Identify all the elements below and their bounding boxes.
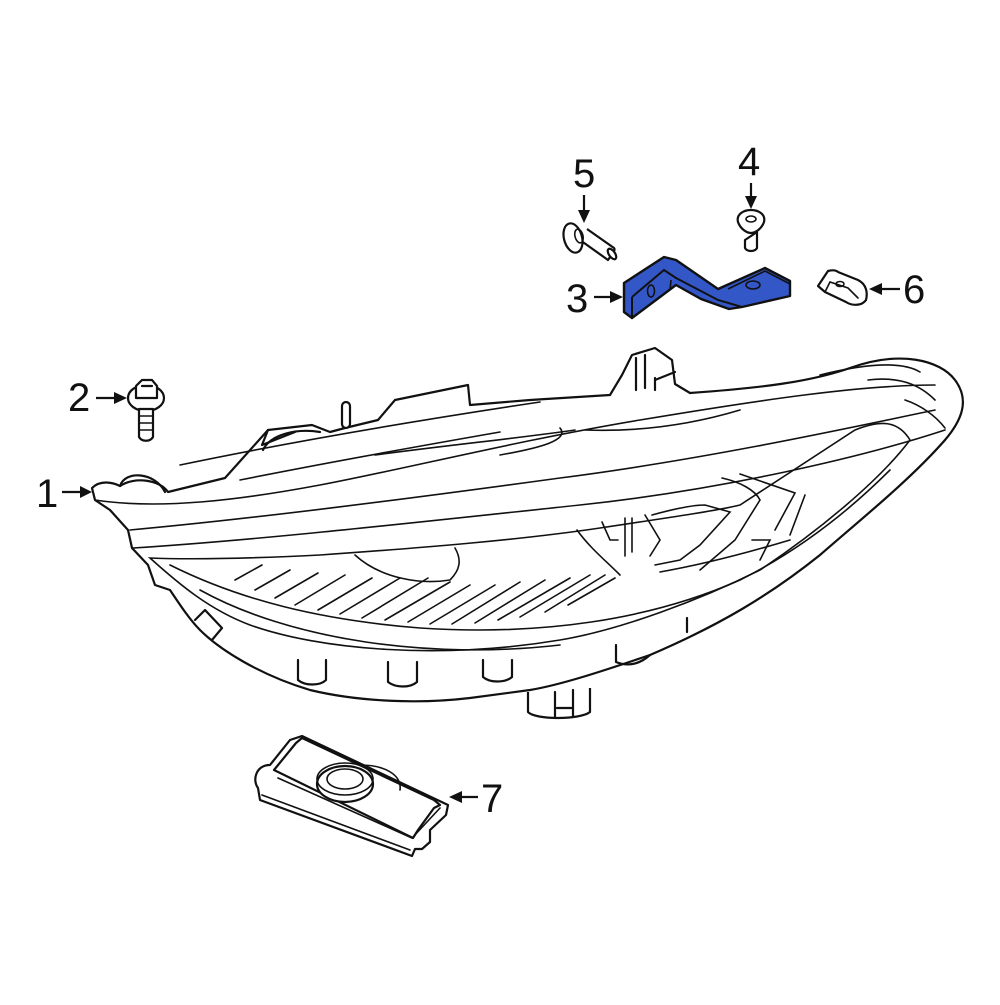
mounting-bolt[interactable]: [126, 378, 166, 442]
callout-label-6: 6: [903, 268, 926, 312]
bracket-screw[interactable]: [736, 208, 766, 253]
control-module[interactable]: [254, 734, 450, 858]
clip-nut[interactable]: [816, 269, 868, 306]
callout-label-5: 5: [573, 152, 596, 196]
callout-label-1: 1: [36, 472, 59, 516]
callout-label-7: 7: [481, 777, 504, 821]
mounting-bracket[interactable]: [622, 255, 792, 320]
callout-label-2: 2: [68, 376, 91, 420]
callout-arrows: [62, 183, 900, 803]
headlamp-assembly[interactable]: [90, 346, 964, 720]
callout-label-3: 3: [566, 277, 589, 321]
callout-label-4: 4: [738, 140, 761, 184]
pin-rivet[interactable]: [560, 221, 618, 262]
